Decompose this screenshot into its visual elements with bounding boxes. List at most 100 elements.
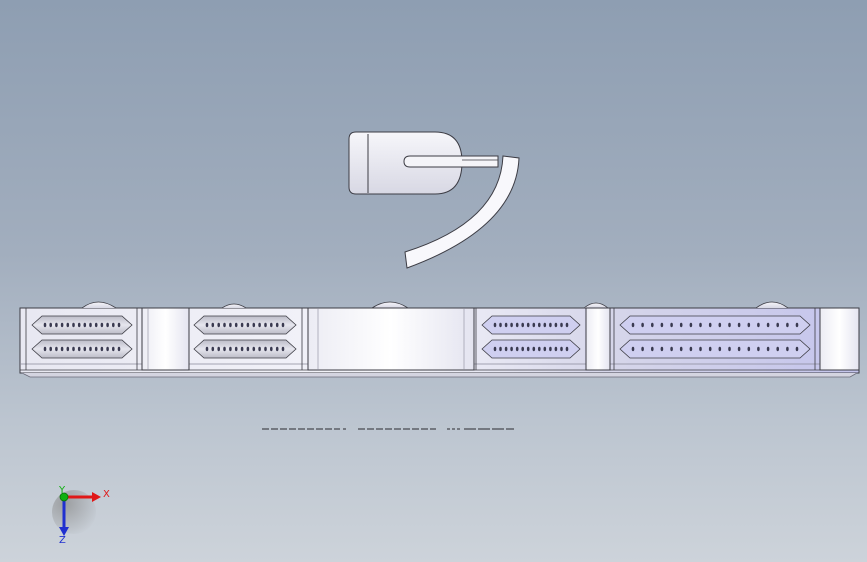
- vent-hole: [510, 346, 513, 352]
- vent-slot: [481, 315, 581, 335]
- vent-hole: [538, 346, 541, 352]
- top-bump: [221, 303, 247, 309]
- connector-block: [307, 307, 475, 371]
- vent-hole: [757, 346, 760, 352]
- vent-hole: [112, 322, 115, 328]
- vent-hole: [49, 346, 52, 352]
- slot-modules: [31, 315, 811, 359]
- vent-hole: [77, 346, 81, 352]
- vent-hole: [504, 346, 508, 352]
- vent-hole: [786, 322, 789, 328]
- vent-hole: [776, 346, 779, 352]
- vent-hole: [77, 322, 81, 328]
- vent-hole: [679, 322, 683, 328]
- vent-hole: [689, 322, 693, 328]
- vent-hole: [549, 346, 552, 352]
- vent-hole: [205, 322, 209, 328]
- vent-hole: [689, 346, 693, 352]
- vent-hole: [526, 346, 530, 352]
- vent-hole: [641, 322, 644, 328]
- curved-arm: [404, 155, 520, 269]
- vent-hole: [246, 322, 250, 328]
- top-bump: [81, 301, 117, 309]
- vent-hole: [532, 322, 536, 328]
- vent-slot: [481, 339, 581, 359]
- end-block: [819, 307, 860, 371]
- vent-hole: [49, 322, 52, 328]
- vent-hole: [565, 322, 569, 328]
- vent-hole: [240, 322, 244, 328]
- y-axis-dot: [59, 492, 69, 502]
- vent-hole: [515, 322, 519, 328]
- vent-hole: [718, 322, 722, 328]
- vent-hole: [532, 346, 536, 352]
- vent-hole: [499, 322, 502, 328]
- vent-slot: [193, 315, 297, 335]
- vent-hole: [264, 346, 267, 352]
- connector-block: [585, 307, 611, 371]
- vent-hole: [554, 346, 558, 352]
- vent-hole: [234, 346, 238, 352]
- vent-hole: [281, 322, 285, 328]
- vent-hole: [526, 322, 530, 328]
- x-axis-label: X: [103, 489, 110, 500]
- vent-hole: [786, 346, 789, 352]
- vent-hole: [737, 322, 741, 328]
- connector-block: [141, 307, 190, 371]
- vent-hole: [100, 322, 104, 328]
- vent-slot: [619, 315, 811, 335]
- orientation-triad[interactable]: X Y Z: [52, 485, 110, 546]
- vent-hole: [631, 322, 635, 328]
- vent-hole: [205, 346, 209, 352]
- vent-hole: [89, 322, 92, 328]
- holder-slot: [403, 155, 499, 168]
- vent-hole: [737, 346, 741, 352]
- vent-hole: [240, 346, 244, 352]
- vent-hole: [543, 346, 547, 352]
- vent-hole: [493, 346, 497, 352]
- vent-hole: [708, 346, 712, 352]
- vent-hole: [515, 346, 519, 352]
- vent-hole: [699, 346, 702, 352]
- vent-hole: [728, 346, 731, 352]
- vent-hole: [560, 346, 563, 352]
- vent-hole: [117, 322, 121, 328]
- vent-hole: [223, 346, 226, 352]
- vent-hole: [281, 346, 285, 352]
- vent-hole: [776, 322, 779, 328]
- vent-hole: [766, 322, 770, 328]
- z-axis-label: Z: [59, 535, 66, 546]
- vent-hole: [641, 346, 644, 352]
- vent-hole: [275, 322, 279, 328]
- vent-hole: [795, 346, 799, 352]
- vent-hole: [510, 322, 513, 328]
- vent-hole: [554, 322, 558, 328]
- vent-hole: [699, 322, 702, 328]
- vent-hole: [60, 346, 64, 352]
- vent-hole: [83, 346, 87, 352]
- vent-hole: [94, 346, 98, 352]
- vent-hole: [275, 346, 279, 352]
- vent-hole: [229, 346, 232, 352]
- vent-hole: [211, 322, 215, 328]
- vent-hole: [670, 346, 673, 352]
- vent-hole: [718, 346, 722, 352]
- vent-hole: [55, 322, 58, 328]
- top-bump: [583, 302, 609, 309]
- main-bar-assembly: [19, 301, 860, 378]
- vent-hole: [60, 322, 64, 328]
- y-axis-label: Y: [58, 485, 66, 496]
- vent-hole: [252, 322, 256, 328]
- vent-hole: [757, 322, 760, 328]
- vent-hole: [89, 346, 92, 352]
- vent-hole: [72, 322, 75, 328]
- vent-hole: [94, 322, 98, 328]
- vent-hole: [565, 346, 569, 352]
- vent-module: [193, 315, 297, 359]
- vent-slot: [619, 339, 811, 359]
- vent-hole: [106, 322, 109, 328]
- vent-hole: [106, 346, 109, 352]
- vent-hole: [252, 346, 256, 352]
- vent-hole: [66, 322, 70, 328]
